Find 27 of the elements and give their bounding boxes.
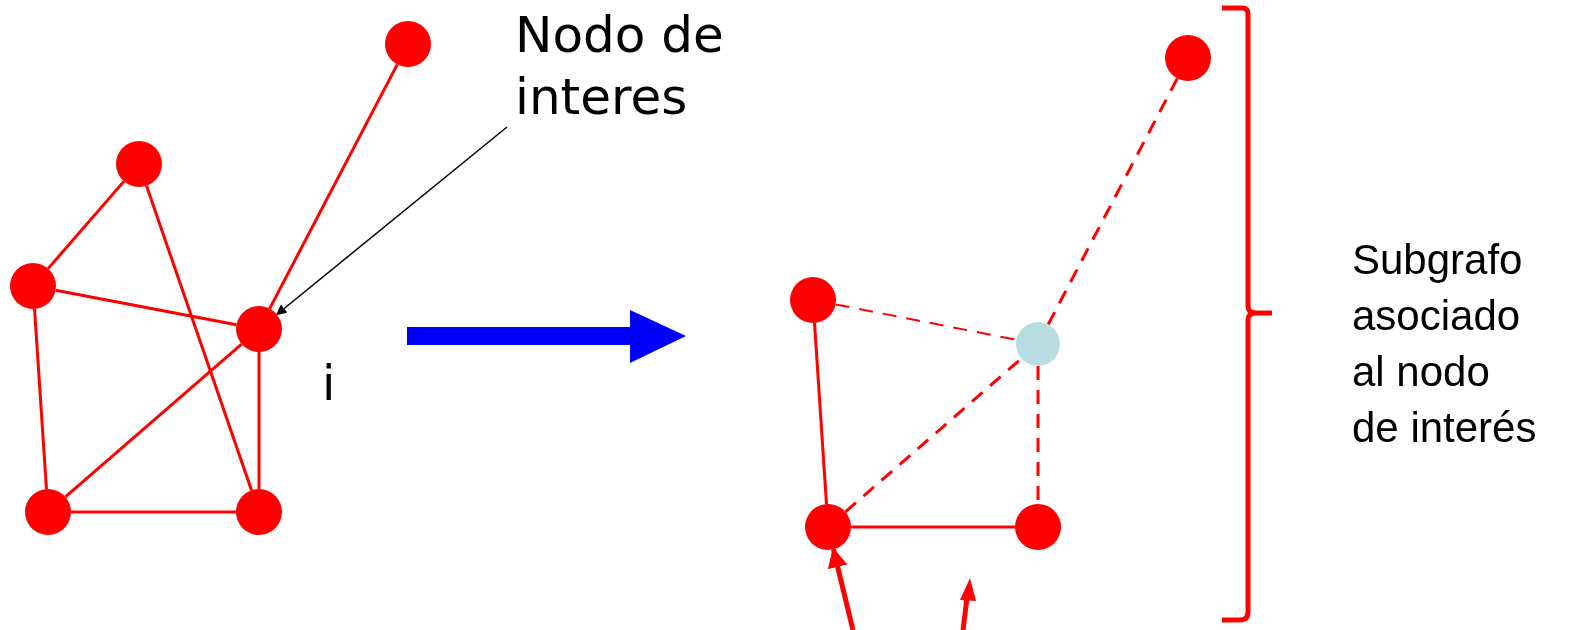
graph-edge — [64, 342, 243, 499]
leader-arrow — [276, 126, 508, 316]
graph-node — [805, 504, 851, 550]
graph-edge — [257, 352, 261, 489]
bracket-label: Subgrafo asociado al nodo de interés — [1352, 235, 1538, 453]
graph-edge — [851, 525, 1015, 529]
node-label: i — [322, 355, 336, 411]
graph-edge — [33, 308, 48, 490]
graph-node — [236, 306, 282, 352]
highlighted-node — [1016, 322, 1060, 366]
graph-node — [1165, 35, 1211, 81]
graph-node — [1015, 504, 1061, 550]
callout-text: Nodo de interes — [515, 4, 765, 128]
graph-edge — [46, 180, 126, 270]
graph-edge — [145, 185, 253, 491]
graph-edge — [55, 288, 237, 327]
graph-node — [25, 489, 71, 535]
graph-edge — [268, 63, 399, 310]
graph-edge — [813, 322, 828, 505]
graph-node — [116, 141, 162, 187]
graph-node — [790, 277, 836, 323]
graph-node — [385, 21, 431, 67]
graph-edge — [827, 547, 856, 630]
graph-node — [236, 489, 282, 535]
graph-node — [10, 263, 56, 309]
graph-edge — [1046, 77, 1179, 326]
graph-edge — [71, 510, 236, 514]
